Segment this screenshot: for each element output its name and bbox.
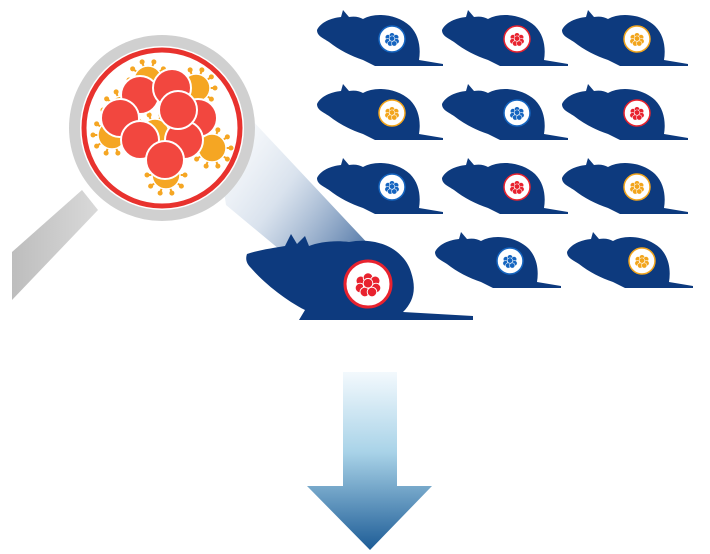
- tumor-cluster-icon: [503, 99, 531, 127]
- featured-mouse: [246, 234, 473, 320]
- mouse-r1-c3: [562, 10, 688, 66]
- down-arrow-icon: [307, 372, 432, 550]
- tumor-cells: [100, 68, 218, 180]
- tumor-cluster-icon: [354, 272, 382, 298]
- mouse-r3-c2: [442, 158, 568, 214]
- mouse-grid: [317, 10, 693, 288]
- featured-mouse-tumor: [343, 259, 393, 309]
- magnifier-ring: [81, 47, 243, 209]
- magnifier-handle: [12, 190, 98, 300]
- mouse-r2-c3: [562, 84, 688, 140]
- magnifying-glass-icon: [12, 35, 255, 300]
- mouse-r4-c2: [435, 232, 561, 288]
- mouse-r1-c2: [442, 10, 568, 66]
- tumor-cluster-icon: [628, 247, 656, 275]
- tumor-cluster-icon: [623, 173, 651, 201]
- tumor-cluster-icon: [503, 173, 531, 201]
- magnified-tumor-cells: [90, 59, 234, 196]
- mouse-r3-c1: [317, 158, 443, 214]
- tumor-cluster-icon: [623, 25, 651, 53]
- mouse-r1-c1: [317, 10, 443, 66]
- mouse-r2-c2: [442, 84, 568, 140]
- tumor-cluster-icon: [496, 247, 524, 275]
- mouse-r2-c1: [317, 84, 443, 140]
- tumor-cluster-icon: [503, 25, 531, 53]
- tumor-cluster-icon: [378, 99, 406, 127]
- mouse-r3-c3: [562, 158, 688, 214]
- tumor-cluster-icon: [378, 25, 406, 53]
- tumor-cluster-icon: [623, 99, 651, 127]
- tumor-cluster-icon: [378, 173, 406, 201]
- mouse-r4-c3: [567, 232, 693, 288]
